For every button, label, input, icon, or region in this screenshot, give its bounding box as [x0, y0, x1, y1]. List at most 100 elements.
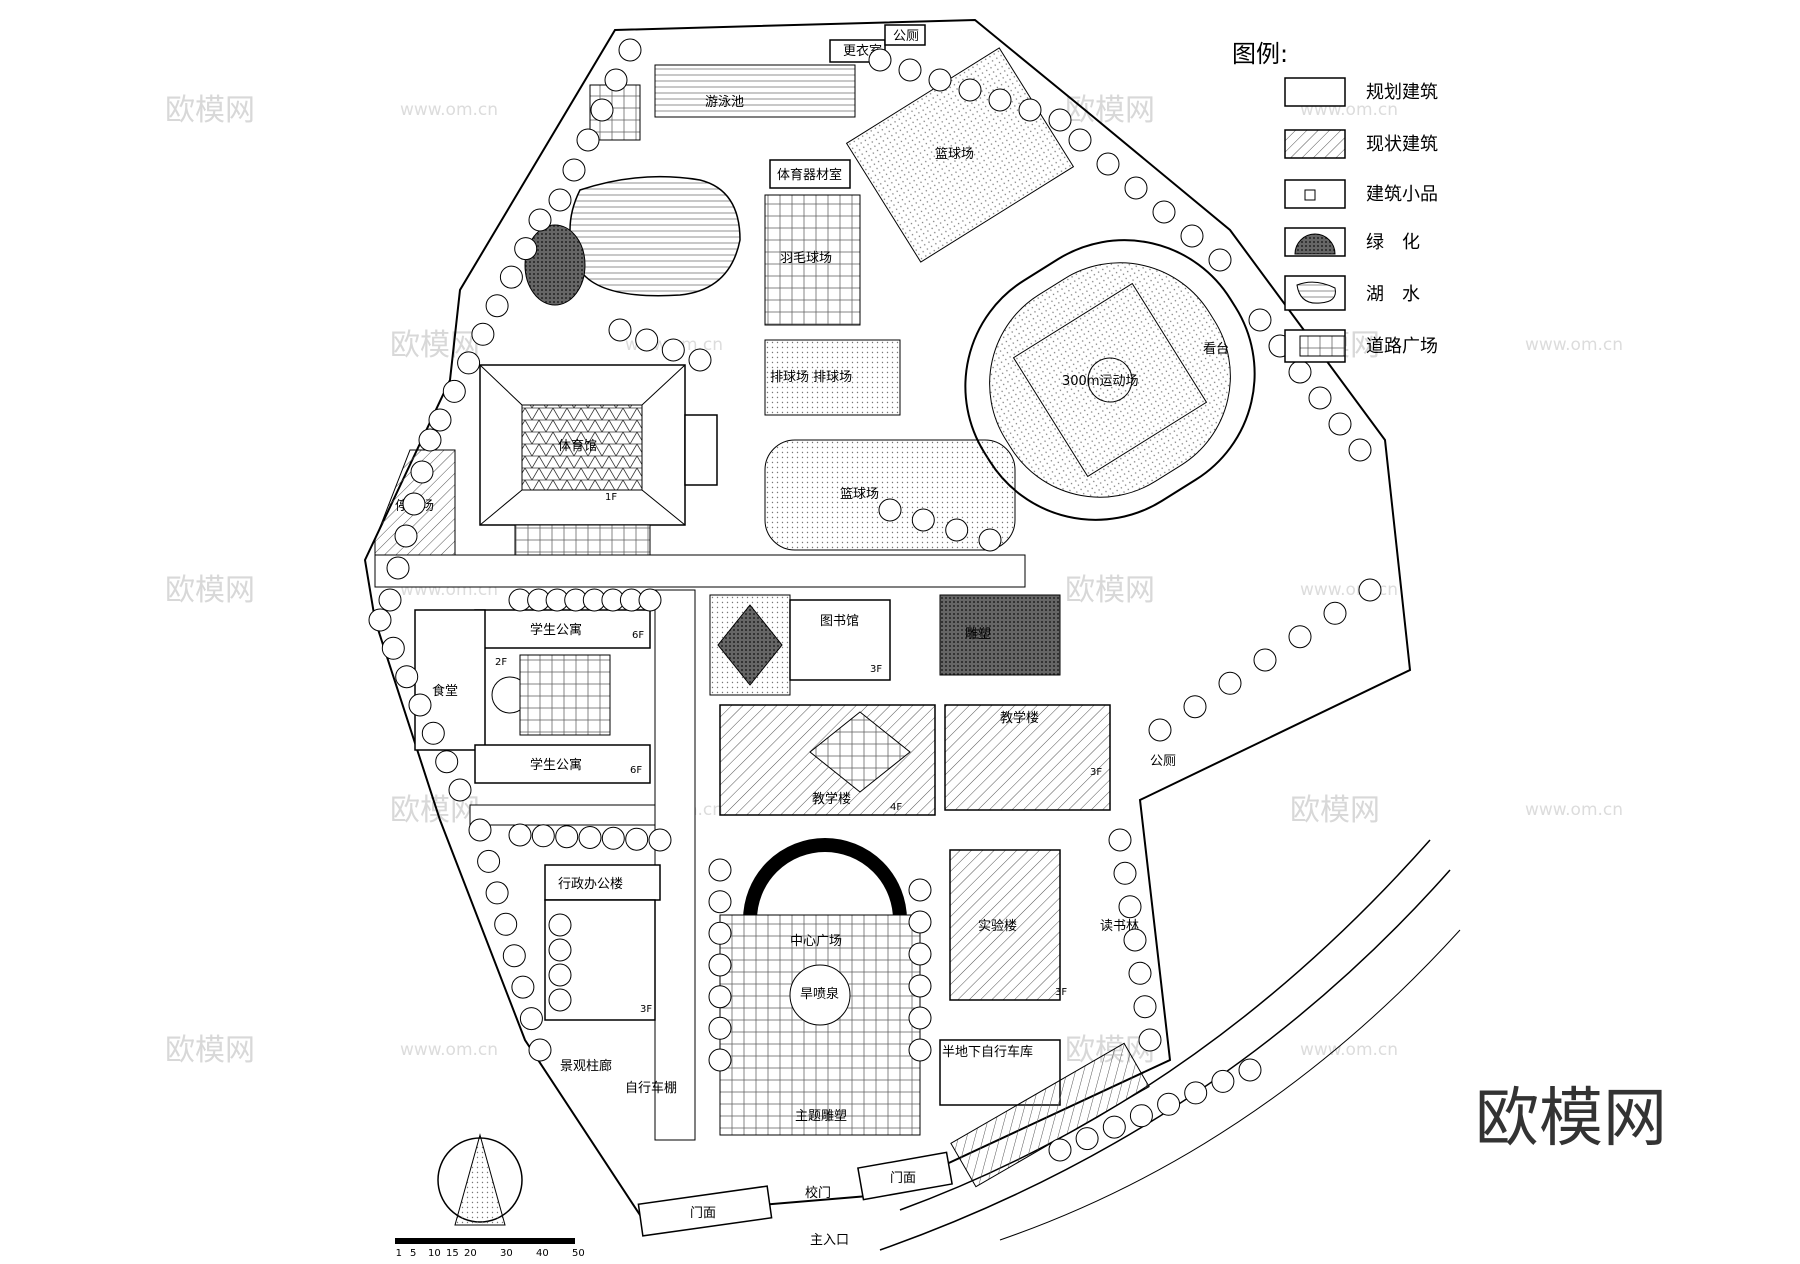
tree-icon	[958, 78, 982, 102]
teaching-building-right	[944, 704, 1111, 811]
scale-tick-label: 10	[428, 1248, 441, 1259]
trees-layer	[368, 38, 1382, 1162]
tree-icon	[945, 518, 969, 542]
tree-icon	[494, 912, 518, 936]
tree-icon	[878, 498, 902, 522]
tree-icon	[378, 588, 402, 612]
tree-icon	[528, 1038, 552, 1062]
roof-line-3	[479, 489, 523, 526]
pool-label: 游泳池	[705, 95, 744, 110]
tree-icon	[708, 1016, 732, 1040]
admin-building	[544, 864, 661, 901]
tree-icon	[410, 460, 434, 484]
tree-icon	[576, 128, 600, 152]
tree-icon	[608, 318, 632, 342]
volleyball-courts	[764, 339, 901, 416]
tree-icon	[601, 826, 625, 850]
scale-bar-body	[395, 1238, 575, 1244]
tree-icon	[1184, 1081, 1208, 1105]
legend-label-green: 绿 化	[1366, 232, 1420, 253]
toilet-top-label: 公厕	[893, 29, 919, 44]
tree-icon	[911, 508, 935, 532]
shop-right	[857, 1151, 953, 1201]
lake-green	[524, 224, 586, 306]
teach-right-floor: 3F	[1090, 767, 1102, 778]
pavilion-label: 自行车棚	[625, 1080, 677, 1096]
tree-icon	[1048, 1138, 1072, 1162]
tree-icon	[590, 98, 614, 122]
road-icon	[1299, 335, 1346, 357]
existing-building-se	[950, 1042, 1150, 1188]
tree-icon	[1328, 412, 1352, 436]
tree-icon	[402, 492, 426, 516]
tree-icon	[1180, 224, 1204, 248]
tree-icon	[548, 938, 572, 962]
tree-icon	[511, 975, 535, 999]
tree-icon	[1218, 671, 1242, 695]
tree-icon	[1068, 128, 1092, 152]
tree-icon	[421, 721, 445, 745]
tree-icon	[435, 750, 459, 774]
tree-icon	[1308, 386, 1332, 410]
basketball-top-label: 篮球场	[935, 147, 974, 162]
legend-title: 图例:	[1232, 40, 1288, 68]
lab-label: 实验楼	[978, 918, 1017, 934]
scale-tick-label: 15	[446, 1248, 459, 1259]
green-icon	[1294, 233, 1336, 255]
library-floor: 3F	[870, 664, 882, 675]
running-track	[964, 239, 1256, 521]
tree-icon	[485, 881, 509, 905]
tree-icon	[978, 528, 1002, 552]
gym-floor-label: 1F	[605, 492, 617, 503]
tree-icon	[514, 237, 538, 261]
dorm-courtyard	[519, 654, 611, 736]
road-horizontal-north	[374, 554, 1026, 588]
corridor-label: 景观柱廊	[560, 1058, 612, 1074]
toilet-top	[884, 24, 926, 46]
gymnasium-roof	[521, 404, 643, 491]
tree-icon	[562, 158, 586, 182]
scale-tick-label: 5	[410, 1248, 416, 1259]
gym-label: 体育馆	[558, 438, 597, 454]
volleyball-label: 排球场 排球场	[770, 370, 852, 385]
entrance-label: 主入口	[810, 1233, 849, 1248]
lake-icon	[1296, 281, 1336, 304]
tree-icon	[908, 878, 932, 902]
legend-label-planned: 规划建筑	[1366, 82, 1438, 103]
watermark-text: 欧模网	[1290, 793, 1380, 828]
tree-icon	[1208, 248, 1232, 272]
tree-icon	[898, 58, 922, 82]
tree-icon	[528, 208, 552, 232]
tree-icon	[548, 963, 572, 987]
tree-icon	[618, 38, 642, 62]
dorm-bottom	[474, 744, 651, 784]
tree-icon	[1113, 861, 1137, 885]
north-arrow-icon	[437, 1133, 523, 1226]
tree-icon	[708, 890, 732, 914]
watermark-url: www.om.cn	[400, 100, 498, 120]
dorm-top-floor: 6F	[632, 630, 644, 641]
watermark-url: www.om.cn	[1525, 335, 1623, 355]
tree-icon	[1102, 1115, 1126, 1139]
tree-icon	[477, 849, 501, 873]
basketball-court-mid	[764, 439, 1016, 551]
tree-icon	[908, 942, 932, 966]
tree-icon	[548, 188, 572, 212]
tree-icon	[1148, 718, 1172, 742]
tree-icon	[555, 825, 579, 849]
dorm-top-label: 学生公寓	[530, 622, 582, 638]
basketball-mid-label: 篮球场	[840, 487, 879, 502]
plaza-arc	[743, 838, 907, 921]
feature-icon	[1304, 189, 1316, 201]
tree-icon	[1152, 200, 1176, 224]
tree-icon	[395, 665, 419, 689]
tree-icon	[1075, 1127, 1099, 1151]
watermark-text: 欧模网	[165, 1033, 255, 1068]
tree-icon	[386, 556, 410, 580]
tree-icon	[548, 988, 572, 1012]
tree-icon	[1238, 1058, 1262, 1082]
scale-tick-label: 50	[572, 1248, 585, 1259]
tree-icon	[708, 858, 732, 882]
equipment-room	[769, 159, 851, 189]
tree-icon	[708, 985, 732, 1009]
